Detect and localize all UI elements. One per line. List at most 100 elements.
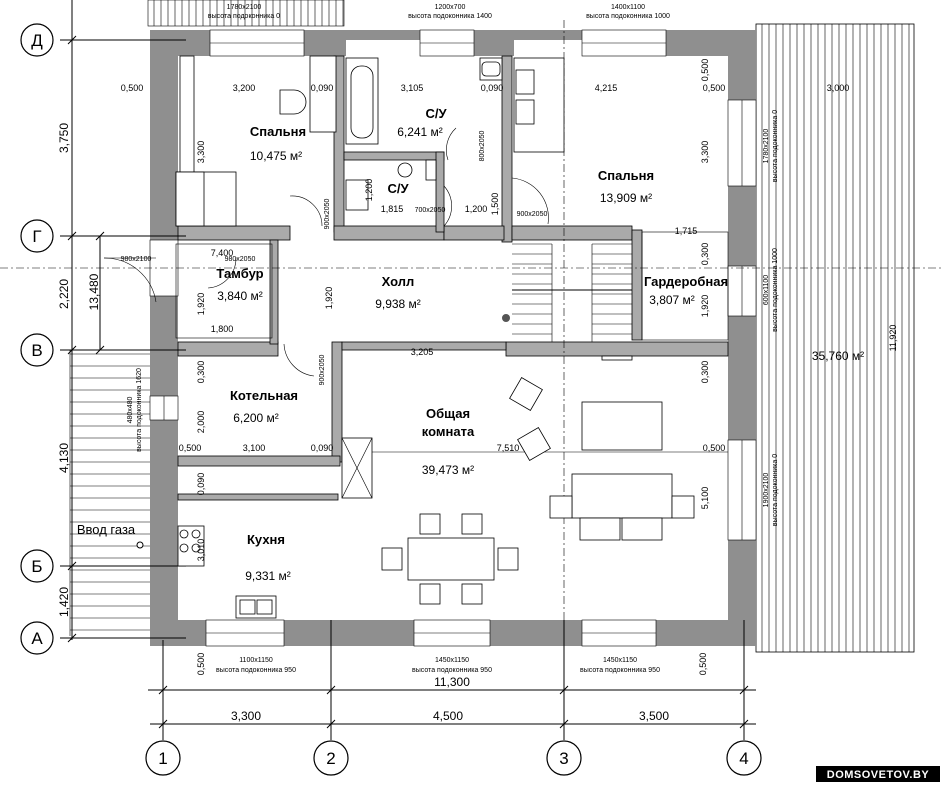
svg-text:высота подоконника 0: высота подоконника 0 <box>208 13 280 20</box>
gas-inlet-marker <box>136 541 144 549</box>
terrace-area: 35,760 м² <box>812 349 864 363</box>
svg-text:0,300: 0,300 <box>700 361 710 384</box>
svg-text:1,815: 1,815 <box>381 204 404 214</box>
svg-text:высота подоконника 1620: высота подоконника 1620 <box>136 368 143 452</box>
svg-text:0,500: 0,500 <box>703 443 726 453</box>
dimension-labels: 11,300 3,300 4,500 3,500 3,750 2,220 4,1… <box>57 59 725 723</box>
window-labels: 1780x2100 высота подоконника 0 1200x700 … <box>127 4 779 674</box>
room-area-living: 39,473 м² <box>422 463 474 477</box>
svg-text:1200x700: 1200x700 <box>435 4 466 11</box>
svg-text:высота подоконника 1000: высота подоконника 1000 <box>586 13 670 20</box>
svg-text:3,205: 3,205 <box>411 347 434 357</box>
left-steps <box>69 350 150 636</box>
svg-text:800x2050: 800x2050 <box>479 131 486 162</box>
svg-text:2,000: 2,000 <box>196 411 206 434</box>
svg-text:1,715: 1,715 <box>675 226 698 236</box>
terrace-width: 3,000 <box>827 83 850 93</box>
furniture <box>175 55 729 619</box>
dimension-lines <box>67 0 756 729</box>
axis-col-1: 1 <box>145 740 181 776</box>
svg-text:7,510: 7,510 <box>497 443 520 453</box>
interior-walls <box>177 55 729 501</box>
axis-row-a: А <box>20 621 54 655</box>
room-area-wc-1: 6,241 м² <box>397 125 443 139</box>
axis-row-b: Б <box>20 549 54 583</box>
gas-inlet-label: Ввод газа <box>77 522 136 537</box>
svg-text:4,215: 4,215 <box>595 83 618 93</box>
svg-text:1450x1150: 1450x1150 <box>603 657 637 664</box>
terrace <box>755 23 915 653</box>
svg-text:3,300: 3,300 <box>196 141 206 164</box>
svg-text:4,130: 4,130 <box>57 443 71 473</box>
svg-text:7,400: 7,400 <box>211 248 234 258</box>
svg-text:1,920: 1,920 <box>700 295 710 318</box>
svg-text:1400x1100: 1400x1100 <box>611 4 645 11</box>
svg-text:1,500: 1,500 <box>490 193 500 216</box>
svg-text:480x480: 480x480 <box>127 396 134 423</box>
room-name-bedroom-2: Спальня <box>598 168 654 183</box>
door-labels: 980x2100 980x2050 700x2050 900x2050 900x… <box>121 131 548 386</box>
svg-text:1: 1 <box>158 749 167 768</box>
room-area-wardrobe: 3,807 м² <box>649 293 695 307</box>
svg-text:3,105: 3,105 <box>401 83 424 93</box>
axis-col-4: 4 <box>726 740 762 776</box>
svg-text:13,480: 13,480 <box>87 273 101 310</box>
svg-text:0,500: 0,500 <box>179 443 202 453</box>
svg-text:Д: Д <box>31 31 43 50</box>
room-name-wc-2: С/У <box>387 181 409 196</box>
axis-lines <box>0 20 943 740</box>
svg-text:высота подоконника 950: высота подоконника 950 <box>580 667 660 674</box>
room-name-kitchen: Кухня <box>247 532 285 547</box>
svg-text:высота подоконника 0: высота подоконника 0 <box>772 110 779 182</box>
svg-text:DOMSOVETOV.BY: DOMSOVETOV.BY <box>827 769 930 781</box>
svg-text:В: В <box>31 341 42 360</box>
svg-text:0,090: 0,090 <box>311 83 334 93</box>
svg-text:2,220: 2,220 <box>57 279 71 309</box>
svg-text:0,300: 0,300 <box>700 243 710 266</box>
svg-text:1780x2100: 1780x2100 <box>763 129 770 164</box>
svg-text:высота подоконника 1000: высота подоконника 1000 <box>772 248 779 332</box>
room-area-hall: 9,938 м² <box>375 297 421 311</box>
svg-text:5,100: 5,100 <box>700 487 710 510</box>
svg-text:1,200: 1,200 <box>364 179 374 202</box>
axis-col-3: 3 <box>546 740 582 776</box>
room-name-wc-1: С/У <box>425 106 447 121</box>
svg-text:0,300: 0,300 <box>196 361 206 384</box>
svg-text:0,500: 0,500 <box>700 59 710 82</box>
svg-text:4: 4 <box>739 749 748 768</box>
axis-row-v: В <box>20 333 54 367</box>
room-name-living-1: Общая <box>426 406 470 421</box>
svg-text:3,750: 3,750 <box>57 123 71 153</box>
svg-text:1,200: 1,200 <box>465 204 488 214</box>
svg-text:1900x2100: 1900x2100 <box>763 473 770 508</box>
svg-text:высота подоконника 0: высота подоконника 0 <box>772 454 779 526</box>
terrace-length: 11,920 <box>888 325 898 352</box>
svg-text:4,500: 4,500 <box>433 709 463 723</box>
windows <box>149 29 757 647</box>
axis-bubbles: Д Г В Б А 1 2 3 <box>20 23 762 776</box>
svg-text:0,500: 0,500 <box>196 653 206 676</box>
axis-row-g: Г <box>20 219 54 253</box>
room-area-tambur: 3,840 м² <box>217 289 263 303</box>
svg-text:Б: Б <box>31 557 42 576</box>
room-name-bedroom-1: Спальня <box>250 124 306 139</box>
svg-text:1,420: 1,420 <box>57 587 71 617</box>
stairs <box>512 243 632 342</box>
svg-text:900x2050: 900x2050 <box>324 199 331 230</box>
svg-text:3,300: 3,300 <box>231 709 261 723</box>
watermark: DOMSOVETOV.BY <box>816 766 940 782</box>
svg-text:900x2050: 900x2050 <box>319 355 326 386</box>
room-name-living-2: комната <box>422 424 475 439</box>
svg-text:600x1100: 600x1100 <box>763 275 770 305</box>
room-name-wardrobe: Гардеробная <box>644 274 728 289</box>
svg-text:3,100: 3,100 <box>243 443 266 453</box>
svg-text:3,010: 3,010 <box>196 539 206 562</box>
svg-text:высота подоконника 950: высота подоконника 950 <box>412 667 492 674</box>
svg-text:1,800: 1,800 <box>211 324 234 334</box>
svg-text:А: А <box>31 629 43 648</box>
svg-text:1780x2100: 1780x2100 <box>227 4 262 11</box>
svg-text:0,500: 0,500 <box>698 653 708 676</box>
svg-text:0,090: 0,090 <box>196 473 206 496</box>
room-area-bedroom-2: 13,909 м² <box>600 191 652 205</box>
